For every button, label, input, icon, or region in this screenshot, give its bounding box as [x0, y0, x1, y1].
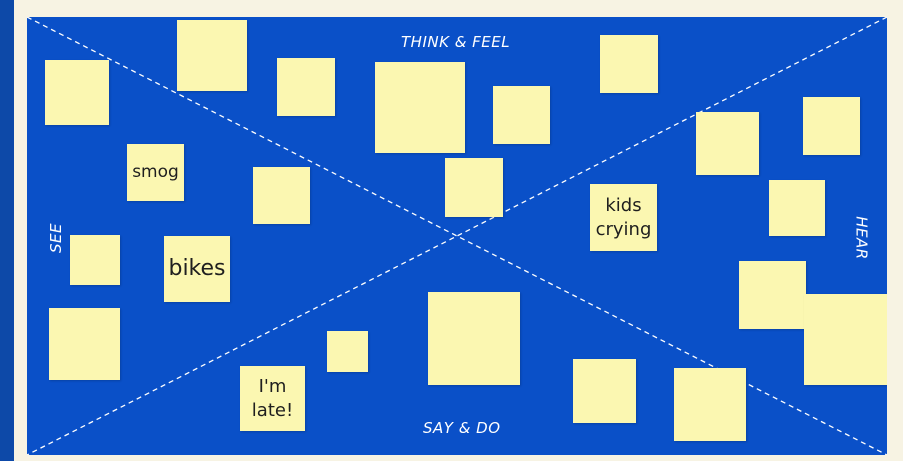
sticky-note[interactable]	[253, 167, 310, 224]
sticky-note-bikes[interactable]: bikes	[164, 236, 230, 302]
empathy-map-board[interactable]: THINK & FEEL SEE HEAR SAY & DO smog kids…	[27, 17, 887, 455]
sticky-note-text: smog	[132, 162, 179, 183]
quadrant-label-think-feel: THINK & FEEL	[401, 33, 511, 51]
sticky-note[interactable]	[45, 60, 109, 125]
sticky-note[interactable]	[696, 112, 759, 175]
sticky-note-smog[interactable]: smog	[127, 144, 184, 201]
quadrant-label-see: SEE	[46, 223, 65, 253]
sticky-note-kids-crying[interactable]: kids crying	[590, 184, 657, 251]
left-panel-edge	[0, 0, 14, 461]
sticky-note[interactable]	[445, 158, 503, 217]
sticky-note-im-late[interactable]: I'm late!	[240, 366, 305, 431]
sticky-note[interactable]	[70, 235, 120, 285]
sticky-note[interactable]	[375, 62, 465, 153]
sticky-note-text: bikes	[168, 255, 226, 281]
sticky-note[interactable]	[739, 261, 806, 329]
sticky-note[interactable]	[277, 58, 335, 116]
sticky-note[interactable]	[804, 294, 887, 385]
sticky-note-text: I'm late!	[251, 376, 294, 421]
sticky-note-text: kids crying	[595, 195, 652, 240]
quadrant-label-hear: HEAR	[852, 216, 871, 260]
sticky-note[interactable]	[674, 368, 746, 441]
sticky-note[interactable]	[600, 35, 658, 93]
sticky-note[interactable]	[177, 20, 247, 91]
sticky-note[interactable]	[327, 331, 368, 372]
sticky-note[interactable]	[573, 359, 636, 423]
sticky-note[interactable]	[428, 292, 520, 385]
quadrant-label-say-do: SAY & DO	[423, 419, 501, 437]
sticky-note[interactable]	[769, 180, 825, 236]
sticky-note[interactable]	[49, 308, 120, 380]
sticky-note[interactable]	[493, 86, 550, 144]
sticky-note[interactable]	[803, 97, 860, 155]
